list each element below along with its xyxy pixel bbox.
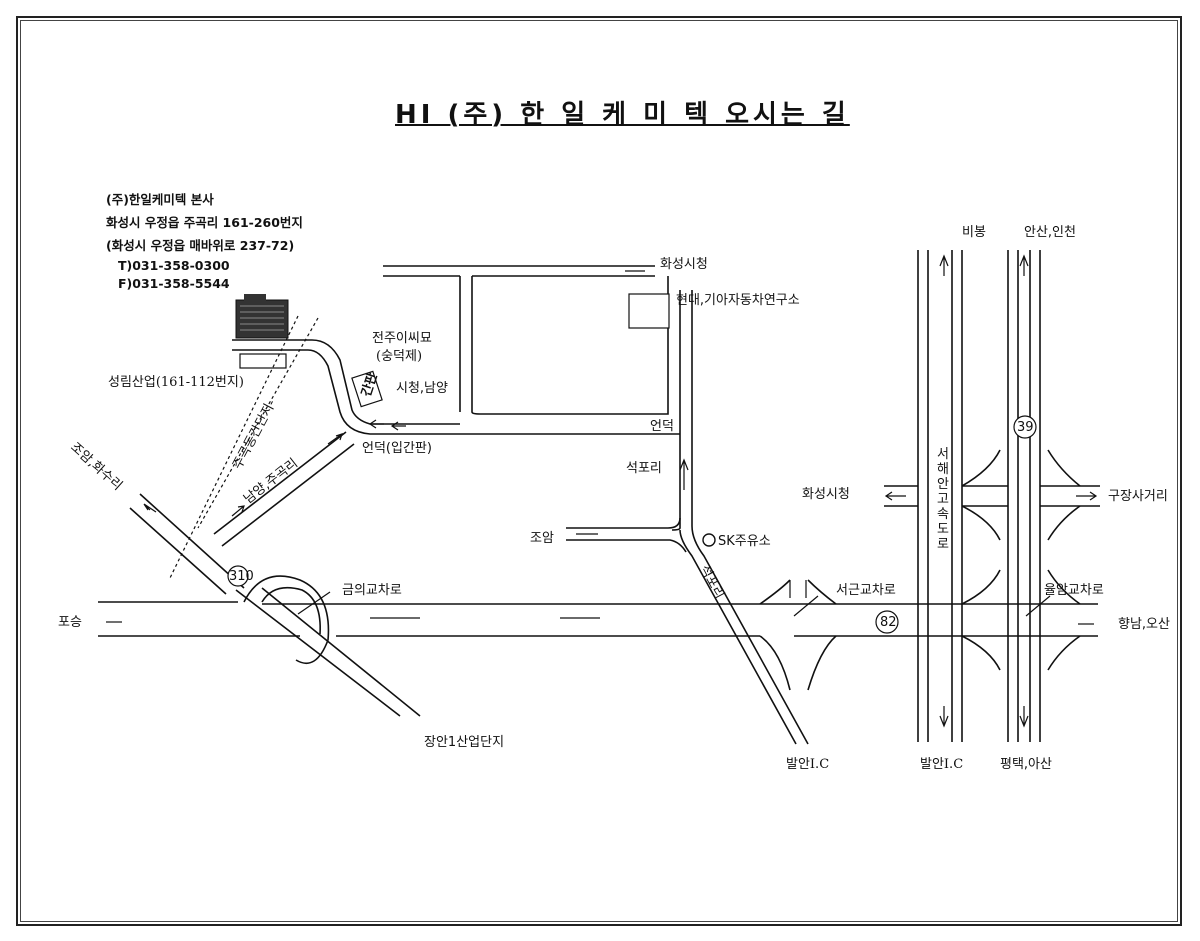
- label-hyundai-kia: 현대,기아자동차연구소: [676, 293, 800, 308]
- road-route-82: [98, 601, 1098, 637]
- company-tel: T)031-358-0300: [118, 258, 230, 273]
- label-pyeongtaek-asan: 평택,아산: [1000, 757, 1052, 772]
- page-title: HI (주) 한 일 케 미 텍 오시는 길: [395, 94, 850, 131]
- road-top: [383, 265, 655, 412]
- label-sungdeokje: (숭덕제): [376, 349, 422, 364]
- company-address: 화성시 우정읍 주곡리 161-260번지: [106, 215, 303, 230]
- label-yulam-intersection: 율암교차로: [1044, 583, 1104, 598]
- label-joam-hwasuri: 조암,화수리: [67, 440, 125, 494]
- map-frame: [16, 16, 1182, 926]
- label-poseung: 포승: [58, 615, 82, 630]
- label-route-82: 82: [880, 615, 897, 630]
- company-name: (주)한일케미텍 본사: [106, 192, 214, 207]
- road-seokpori: [566, 290, 809, 745]
- label-ansan-incheon: 안산,인천: [1024, 225, 1076, 240]
- label-to-cityhall-namyang: 시청,남양: [396, 381, 448, 396]
- road-namyang-diagonal: [213, 431, 355, 547]
- label-seogeun-intersection: 서근교차로: [836, 583, 896, 598]
- label-hyangnam-osan: 향남,오산: [1118, 617, 1170, 632]
- label-geumui-intersection: 금의교차로: [342, 583, 402, 598]
- road-right-cross: [884, 449, 1100, 671]
- label-balan-ic-1: 발안I.C: [786, 757, 829, 772]
- road-building: [232, 339, 680, 435]
- label-hwaseong-cityhall-top: 화성시청: [660, 257, 708, 272]
- company-road-address: (화성시 우정읍 매바위로 237-72): [106, 238, 295, 253]
- map-inner-frame: [20, 20, 1178, 922]
- label-jangan-industrial: 장안1산업단지: [424, 735, 504, 750]
- label-jugok-dongsandan: 주곡동간단지-: [230, 397, 279, 472]
- company-fax: F)031-358-5544: [118, 276, 230, 291]
- label-seokpori-road: 석포리: [696, 563, 726, 602]
- label-hill-signboard: 언덕(입간판): [362, 441, 432, 456]
- label-jeonju-tomb: 전주이씨묘: [372, 331, 432, 346]
- road-expressway: [917, 250, 1041, 742]
- label-namyang-jugokri: 남양,주곡리: [241, 456, 301, 507]
- label-bibong: 비봉: [962, 225, 986, 240]
- label-hill: 언덕: [650, 419, 674, 434]
- label-route-39: 39: [1017, 420, 1034, 435]
- company-building-icon: [235, 294, 289, 339]
- seongrim-building: [239, 353, 287, 369]
- label-sk-station: SK주유소: [718, 534, 771, 549]
- geumui-interchange: [227, 565, 331, 665]
- company-info: (주)한일케미텍 본사 화성시 우정읍 주곡리 161-260번지 (화성시 우…: [106, 188, 303, 293]
- label-route-310: 310: [229, 569, 254, 584]
- hyundai-block: [471, 276, 681, 531]
- title-text: HI (주) 한 일 케 미 텍 오시는 길: [395, 100, 850, 130]
- label-signboard: 간판: [358, 371, 381, 399]
- label-seokpori: 석포리: [626, 461, 662, 476]
- dashed-road-2: [169, 315, 299, 579]
- label-gujang-crossroads: 구장사거리: [1108, 489, 1168, 504]
- label-joam-mid: 조암: [530, 531, 554, 546]
- seogeun-interchange: [759, 579, 899, 691]
- label-seongrim: 성림산업(161-112번지): [108, 375, 244, 390]
- label-balan-ic-2: 발안I.C: [920, 757, 963, 772]
- label-hwaseong-cityhall-right: 화성시청: [802, 487, 850, 502]
- dashed-road-1: [197, 317, 319, 529]
- road-joam-diagonal: [129, 493, 421, 717]
